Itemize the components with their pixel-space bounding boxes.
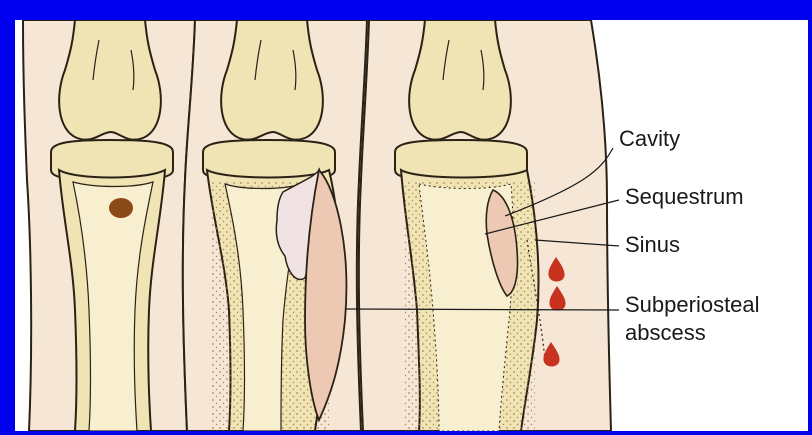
sequestrum-label: Sequestrum	[625, 184, 744, 209]
abscess-label: abscess	[625, 320, 706, 345]
leg-3-femur	[409, 20, 511, 140]
leg-2-femur	[221, 20, 323, 140]
sinus-label: Sinus	[625, 232, 680, 257]
osteomyelitis-diagram: Cavity Sequestrum Sinus Subperiosteal ab…	[15, 20, 808, 431]
illustration-panel: Cavity Sequestrum Sinus Subperiosteal ab…	[15, 20, 808, 431]
cavity-label: Cavity	[619, 126, 680, 151]
leg-2-subperiosteal-abscess	[183, 20, 367, 431]
subperiosteal-label: Subperiosteal	[625, 292, 760, 317]
leg-1-infection-focus	[109, 198, 133, 218]
leg-1-femur	[59, 20, 161, 140]
leg-1-early-focus	[23, 20, 195, 431]
leg-3-chronic-sequestrum	[359, 20, 611, 431]
